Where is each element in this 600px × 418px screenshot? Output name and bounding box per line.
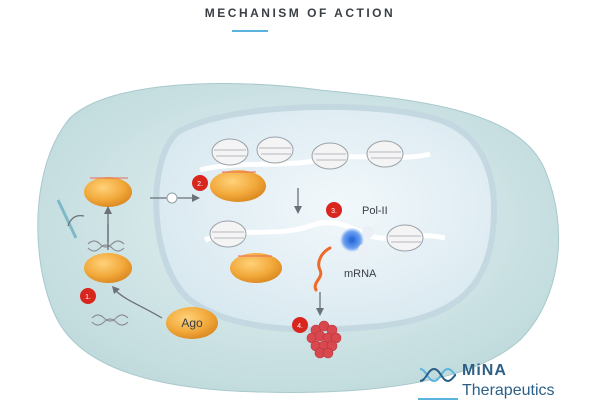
protein-cluster [306,320,342,359]
ago-label: Ago [181,316,203,330]
nucleosome [209,220,424,252]
svg-text:4.: 4. [297,323,303,330]
svg-text:2.: 2. [197,181,203,188]
step-badge-3: 3. [326,202,342,218]
step-badge-1: 1. [80,288,96,304]
company-logo: MiNA Therapeutics [418,362,588,410]
step-badge-2: 2. [192,175,208,191]
ago-protein-cytoplasm-mid [84,253,132,283]
ago-protein-nucleus-bottom [230,253,282,283]
pol2-complex [340,228,364,252]
svg-text:1.: 1. [85,294,91,301]
rna-duplex [87,240,129,326]
ago-protein-nucleus-top [210,170,266,202]
svg-text:3.: 3. [331,208,337,215]
nucleosome [211,136,404,170]
released-rna-strand [56,199,78,239]
ago-protein-free [166,307,218,339]
pol2-label: Pol-II [362,205,388,217]
mrna-strand [313,246,332,292]
step-badge-4: 4. [292,317,308,333]
dna-logo-icon [419,367,457,383]
logo-line2: Therapeutics [462,382,555,399]
ago-protein-cytoplasm-top [84,177,132,207]
nucleus [153,103,498,333]
title-underline [232,30,268,32]
diagram-title: MECHANISM OF ACTION [204,6,396,20]
mrna-label: mRNA [344,268,377,280]
logo-line1: MiNA [462,362,507,379]
nuclear-import-marker [166,192,178,204]
